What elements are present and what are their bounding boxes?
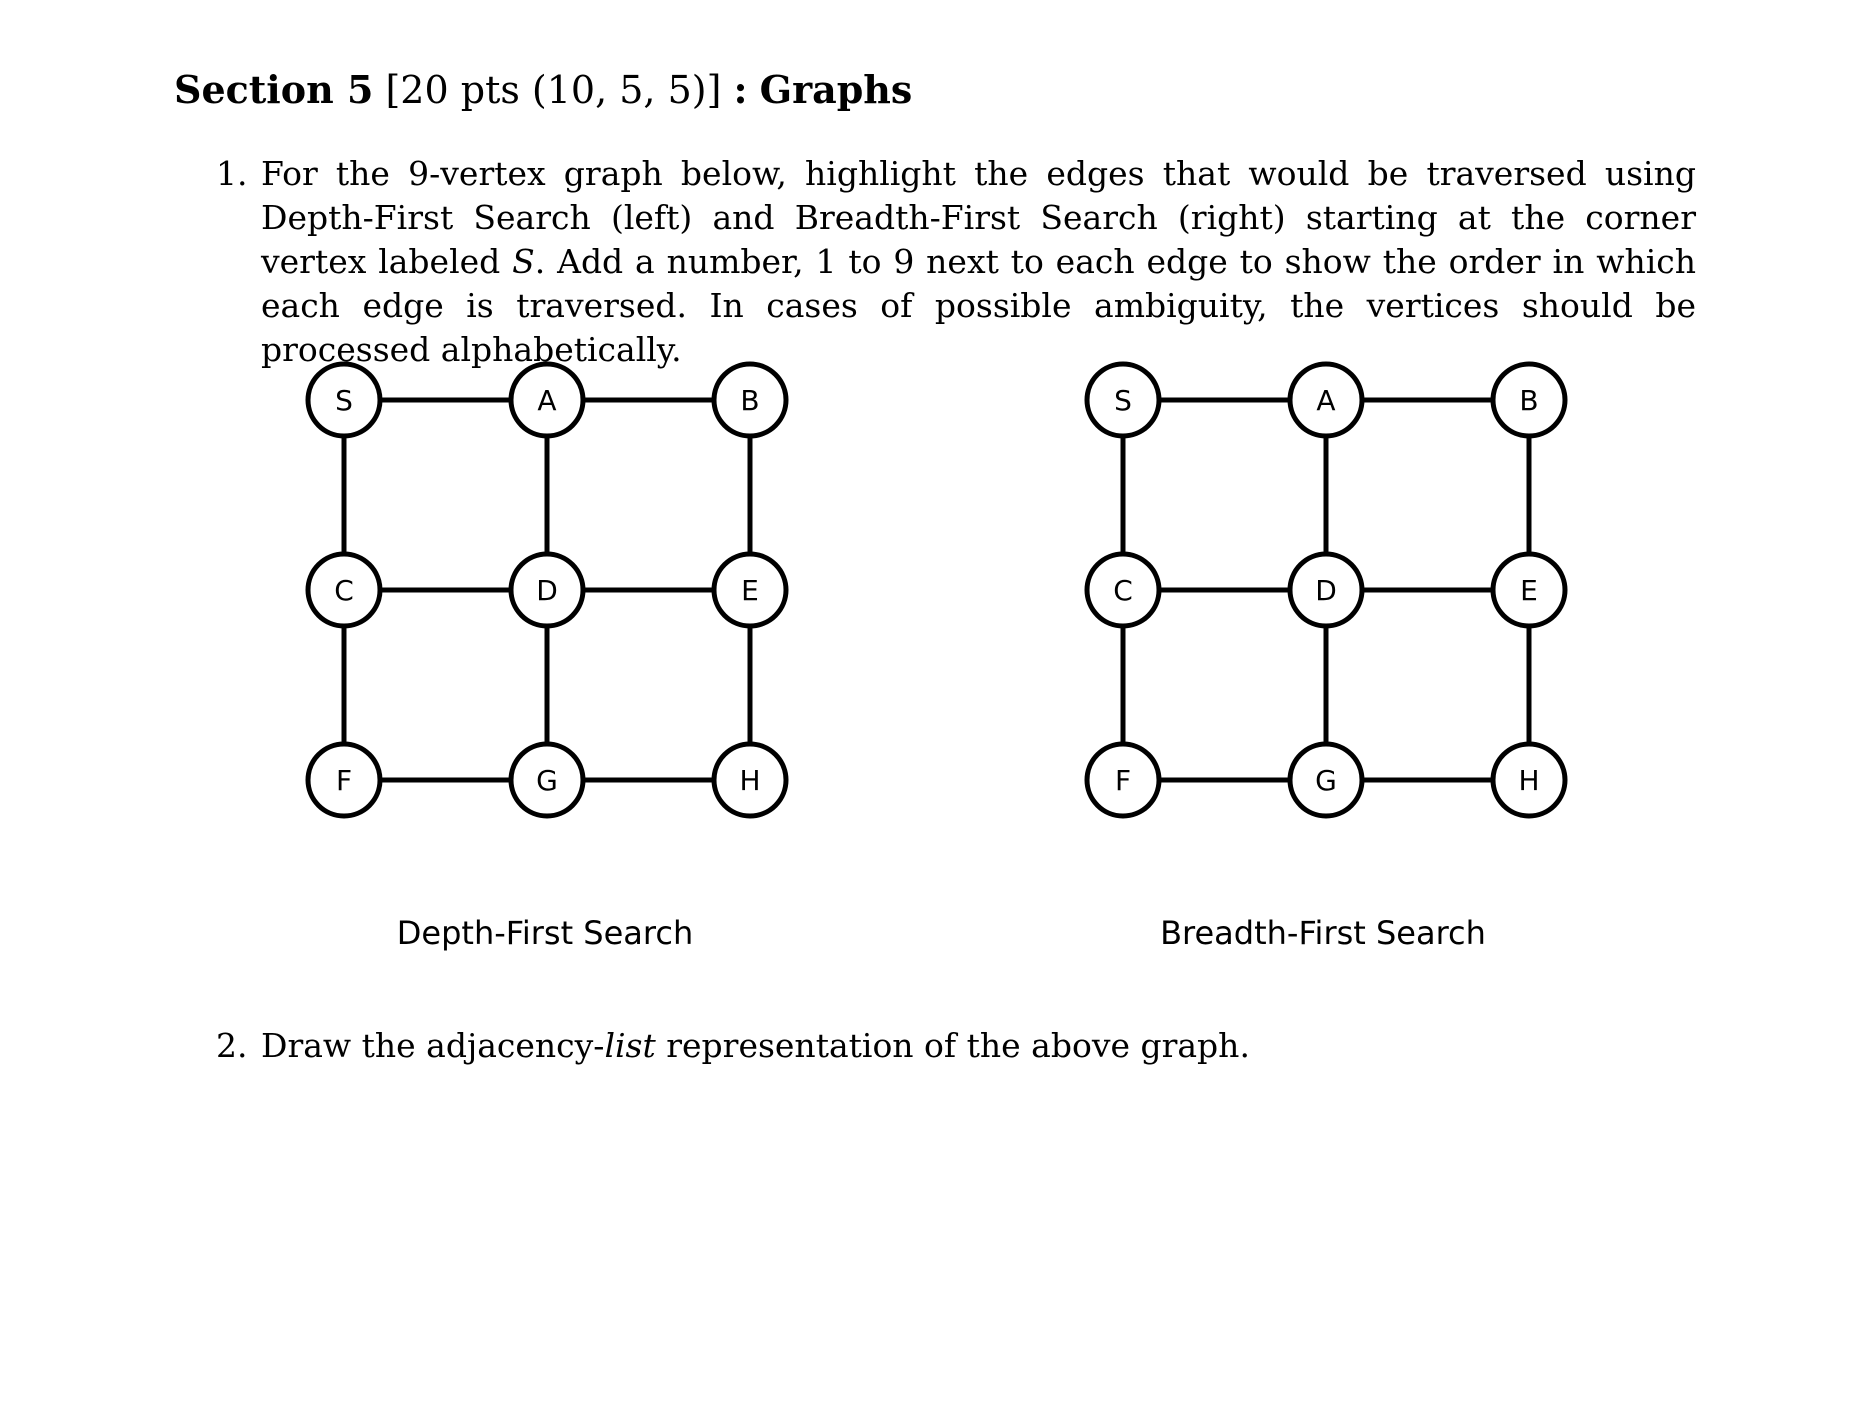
bfs-graph-svg: S A B C D E F G H <box>1084 361 1568 819</box>
section-title: Section 5 <box>174 67 374 112</box>
vertex-h[interactable]: H <box>711 741 789 819</box>
vertex-d-label: D <box>1315 574 1337 607</box>
vertex-e[interactable]: E <box>711 551 789 629</box>
vertex-d-label: D <box>536 574 558 607</box>
vertex-h[interactable]: H <box>1490 741 1568 819</box>
vertex-g-label: G <box>1315 764 1337 797</box>
vertex-g[interactable]: G <box>1287 741 1365 819</box>
question-2-emphasis: list <box>604 1026 656 1065</box>
vertex-g[interactable]: G <box>508 741 586 819</box>
question-2: 2. Draw the adjacency-list representatio… <box>216 1024 1696 1068</box>
vertex-a-label: A <box>537 384 556 417</box>
dfs-graph-svg: S A B C D E F G H <box>305 361 789 819</box>
vertex-s[interactable]: S <box>1084 361 1162 439</box>
vertex-f-label: F <box>1115 764 1131 797</box>
vertex-s-label: S <box>1114 384 1132 417</box>
vertex-f[interactable]: F <box>305 741 383 819</box>
vertex-b[interactable]: B <box>1490 361 1568 439</box>
section-topic: Graphs <box>759 67 913 112</box>
question-1-number: 1. <box>216 154 248 193</box>
vertex-e-label: E <box>741 574 759 607</box>
vertex-h-label: H <box>1518 764 1539 797</box>
dfs-vertices: S A B C D E F G H <box>305 361 789 819</box>
vertex-c-label: C <box>1113 574 1133 607</box>
section-separator: : <box>733 67 748 112</box>
question-1: 1. For the 9-vertex graph below, highlig… <box>216 152 1696 372</box>
vertex-e-label: E <box>1520 574 1538 607</box>
vertex-s-label: S <box>335 384 353 417</box>
question-2-text: Draw the adjacency-list representation o… <box>261 1024 1696 1068</box>
vertex-c[interactable]: C <box>1084 551 1162 629</box>
vertex-c[interactable]: C <box>305 551 383 629</box>
bfs-caption: Breadth-First Search <box>1160 914 1486 952</box>
vertex-d[interactable]: D <box>1287 551 1365 629</box>
question-2-text-part2: representation of the above graph. <box>655 1026 1250 1065</box>
question-1-text-part2: . Add a number, 1 to 9 next to each edge… <box>261 242 1697 369</box>
vertex-b-label: B <box>1519 384 1538 417</box>
dfs-graph: S A B C D E F G H <box>296 355 816 835</box>
bfs-vertices: S A B C D E F G H <box>1084 361 1568 819</box>
section-heading: Section 5 [20 pts (10, 5, 5)] : Graphs <box>174 66 912 114</box>
vertex-a[interactable]: A <box>1287 361 1365 439</box>
vertex-d[interactable]: D <box>508 551 586 629</box>
vertex-b-label: B <box>740 384 759 417</box>
vertex-s[interactable]: S <box>305 361 383 439</box>
vertex-f[interactable]: F <box>1084 741 1162 819</box>
bfs-graph: S A B C D E F G H <box>1075 355 1595 835</box>
section-points: [20 pts (10, 5, 5)] <box>385 68 722 112</box>
vertex-h-label: H <box>739 764 760 797</box>
dfs-caption: Depth-First Search <box>396 914 694 952</box>
question-2-text-part1: Draw the adjacency- <box>261 1026 605 1065</box>
start-vertex-label: S <box>512 242 535 281</box>
vertex-a[interactable]: A <box>508 361 586 439</box>
vertex-g-label: G <box>536 764 558 797</box>
vertex-f-label: F <box>336 764 352 797</box>
question-1-text-part1: For the 9-vertex graph below, highlight … <box>261 154 1696 281</box>
question-2-number: 2. <box>216 1026 248 1065</box>
vertex-a-label: A <box>1316 384 1335 417</box>
vertex-b[interactable]: B <box>711 361 789 439</box>
vertex-c-label: C <box>334 574 354 607</box>
question-1-text: For the 9-vertex graph below, highlight … <box>261 152 1696 372</box>
vertex-e[interactable]: E <box>1490 551 1568 629</box>
